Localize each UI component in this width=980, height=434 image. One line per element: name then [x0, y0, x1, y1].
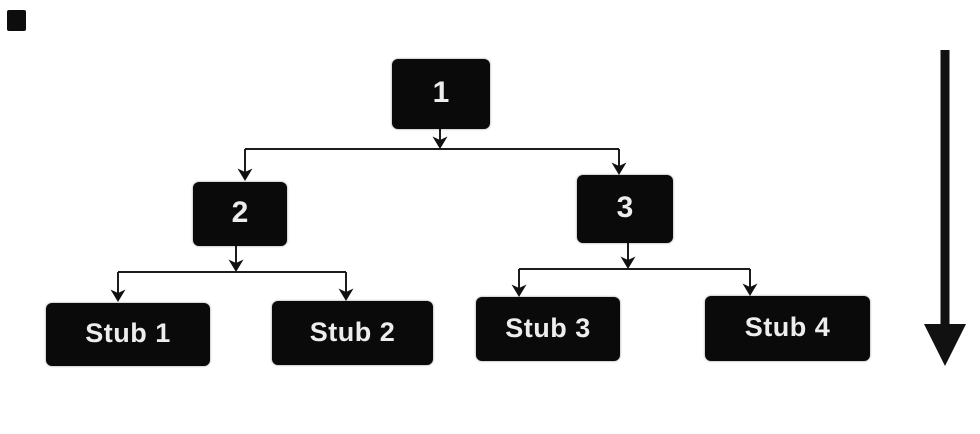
stub-1-box: Stub 1 [46, 303, 210, 366]
stub-3-box: Stub 3 [476, 297, 620, 361]
stub-4-label: Stub 4 [744, 312, 831, 342]
stub-2-box: Stub 2 [272, 301, 433, 365]
node-3-label: 3 [616, 191, 634, 224]
node-2: 2 [193, 182, 287, 246]
corner-mark [7, 10, 26, 31]
node-3: 3 [577, 175, 673, 243]
node-2-label: 2 [231, 196, 249, 229]
stub-4-box: Stub 4 [705, 296, 870, 361]
stub-1-label: Stub 1 [85, 318, 171, 348]
stub-2-label: Stub 2 [309, 316, 396, 347]
stub-3-label: Stub 3 [505, 312, 591, 343]
node-1-label: 1 [432, 76, 450, 109]
node-1: 1 [392, 59, 490, 129]
